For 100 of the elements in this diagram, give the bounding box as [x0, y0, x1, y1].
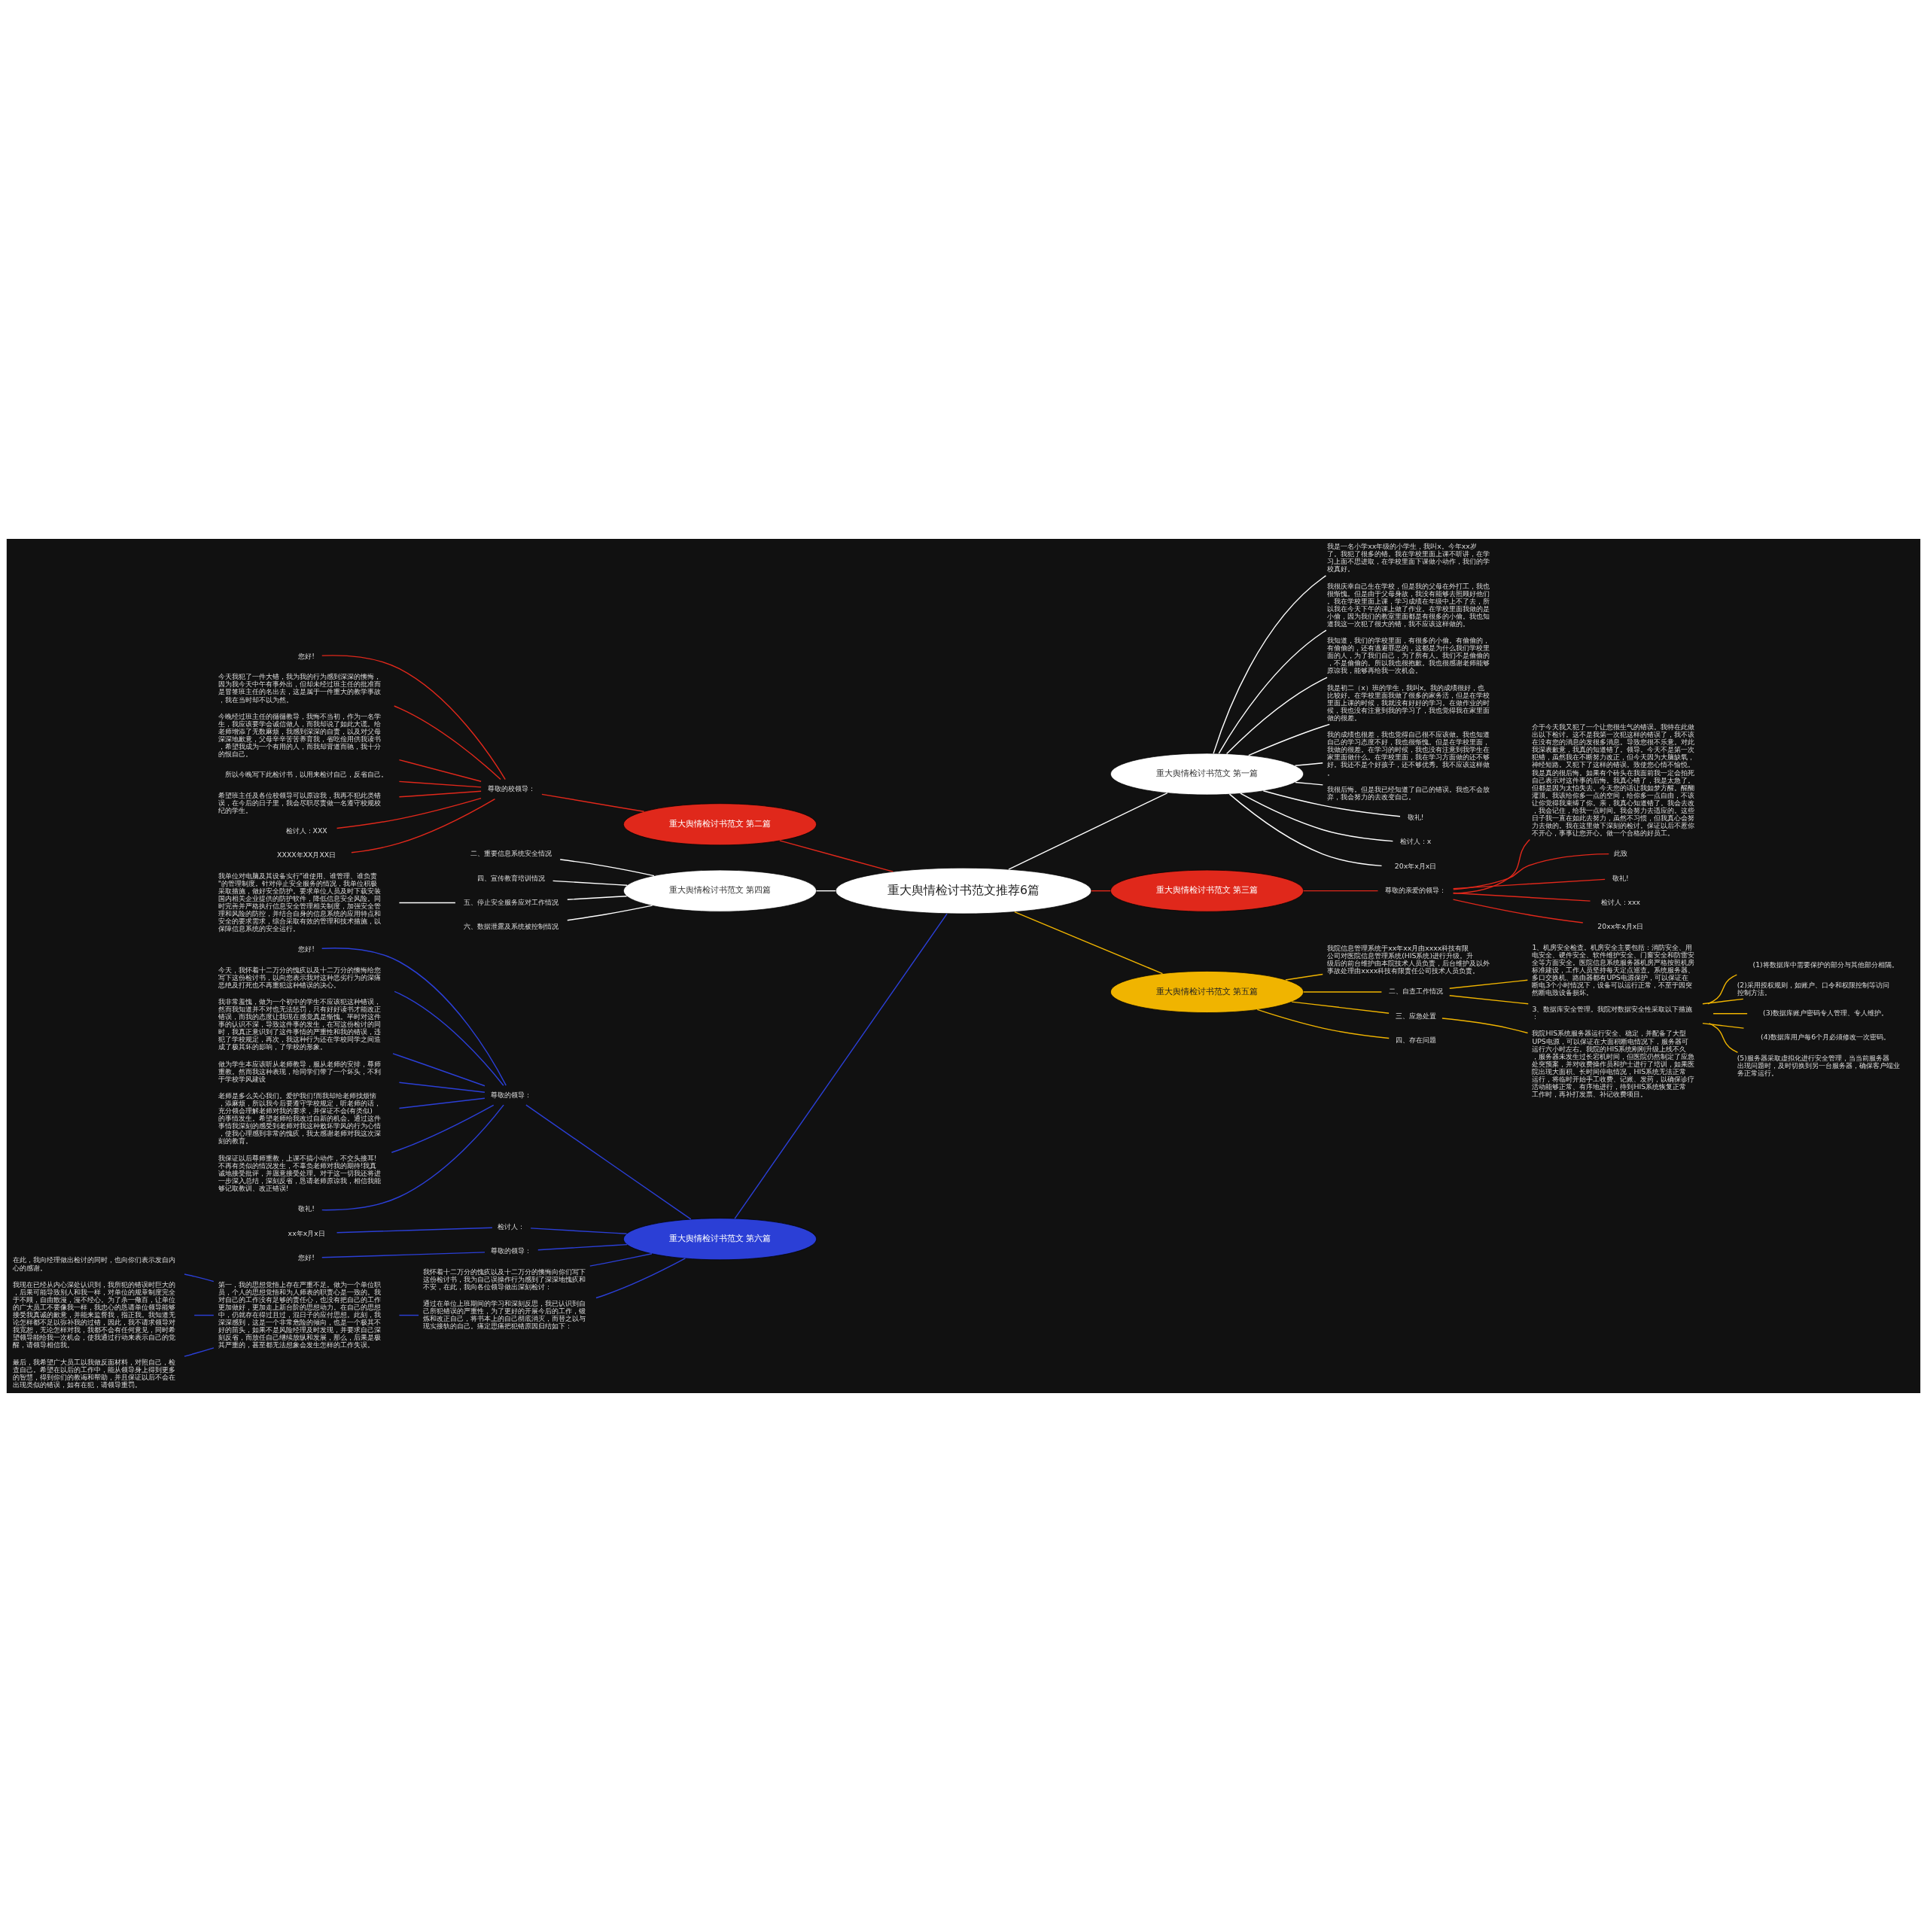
node-text: 敬礼! — [1407, 813, 1424, 822]
node-text: (2)采用授权规则，如账户、口令和权限控制等访问控制方法。 — [1737, 980, 1889, 996]
connector — [184, 1273, 215, 1282]
node-text: (4)数据库用户每6个月必须修改一次密码。 — [1761, 1033, 1891, 1042]
connector — [1702, 1022, 1745, 1029]
node-text: 我保证以后尊师重教，上课不搞小动作，不交头接耳!不再有类似的情况发生，不辜负老师对我的期待!我真诚地接受批评，并愿意接受处理。对于这一切我还将进一步深入总结，深刻反省，恳请老师原谅我，相信我能够记取教训、改正错误! — [218, 1153, 381, 1192]
connector — [1213, 575, 1327, 754]
node-text: 今晚经过班主任的循循教导，我悔不当初，作为一名学生，我应该要学会诚信做人，而我却说了如此大谎。给老师增添了无数麻烦，我感到深深的自责，以及对父母深深地歉意，父母辛辛苦苦养育我，省吃俭用供我读书，希望我成为一个有用的人，而我却背道而驰，我十分的恨自己。 — [218, 711, 381, 759]
node-text: 今天，我怀着十二万分的愧疚以及十二万分的懊悔给您写下这份检讨书，以向您表示我对这种恶劣行为的深痛恶绝及打死也不再重犯这种错误的决心。 — [218, 965, 381, 989]
node-text: XXXX年XX月XX日 — [277, 850, 336, 860]
connector — [391, 1104, 495, 1153]
node-text: 敬礼! — [298, 1204, 315, 1213]
connector — [530, 1228, 628, 1234]
node-text: 1、机房安全检查。机房安全主要包括：消防安全、用电安全、硬件安全、软件维护安全、门窗安全和防雷安全等方面安全。医院信息系统服务器机房严格按照机房标准建设，工作人员坚持每天定点巡查。系统服务器、多口交换机、路由器都有UPS电源保护，可以保证在断电3个小时情况下，设备可以运行正常，不至于因突然断电致设备损坏。 — [1532, 942, 1695, 996]
node-text: 介于今天我又犯了一个让您很生气的错误。我特在此做出以下检讨。这不是我第一次犯这样的错误了，我不该在没有您的消息的发很多消息。导致您很不乐意。对此我深表歉意，我真的知道错了。领导。今天不是第一次犯错，虽然我在不断努力改正，但今天因为大脑缺氧，神经短路。又犯下了这样的错误。致使您心情不愉悦。我是真的很后悔。如果有个砖头在我面前我一定会拍死自己表示对这件事的后悔。我真心错了，我是太急了。但都是因为太怕失去。今天您的话让我如梦方醒。醒醐灌顶。我该给你多一点的空间，给你多一点自由，不该让你觉得我束缚了你。亲，我真心知道错了。我会去改，我会记住，给我一点时间。我会努力去适应的。这些日子我一直在如此去努力，虽然不习惯，但我真心会努力去做的。我在这里做下深刻的检讨。保证以后不惹你不开心，事事让您开心。做一个合格的好员工。 — [1532, 723, 1695, 837]
node-text: (1)将数据库中需要保护的部分与其他部分相隔。 — [1752, 960, 1898, 969]
connector — [398, 780, 482, 788]
connector — [398, 759, 482, 782]
node-text: (3)数据库账户密码专人管理、专人维护。 — [1762, 1009, 1889, 1018]
connector — [1449, 994, 1529, 1005]
node-text: 您好! — [298, 945, 315, 954]
connector — [734, 913, 948, 1219]
node-text: 我很庆幸自己生在学校，但是我的父母在外打工，我也很惭愧。但是由于父母身故，我没有能够去照顾好他们。我在学校里面上课，学习成绩在年级中上不了去，所以我在今天下午的课上做了作业。在学校里面我做的是小偷，因为我们的教室里面都是有很多的小偷。我也知道我这一次犯了很大的错，我不应该这样做的。 — [1327, 581, 1490, 628]
node-text: 尊敬的亲爱的领导： — [1385, 886, 1447, 895]
node-text: 我非常羞愧，做为一个初中的学生不应该犯这种错误，然而我知道并不对也无法惩罚，只有好好读书才能改正错误，而我的态度让我现在感觉真是惭愧。平时对这件事的认识不深，导致这件事的发生，在写这份检讨的同时，我真正意识到了这件事情的严重性和我的错误，违犯了学校规定，再次，我这种行为还在学校同学之间造成了极其坏的影响，了学校的形象。 — [218, 997, 381, 1051]
node-text: 尊敬的领导： — [491, 1246, 532, 1255]
connector — [1091, 890, 1112, 892]
connector — [1452, 892, 1591, 902]
connector — [1008, 792, 1168, 870]
connector — [1708, 1022, 1739, 1054]
connector — [567, 896, 628, 900]
connector — [392, 1053, 486, 1087]
connector — [184, 1347, 215, 1357]
connector — [1014, 911, 1164, 975]
connector — [1453, 838, 1530, 894]
node-text: 五、停止安全服务应对工作情况 — [464, 897, 559, 906]
connector — [1295, 781, 1324, 786]
node-text: 我院信息管理系统于xx年xx月由xxxx科技有限公司对医院信息管理系统(HIS系统)进行升级。升级后的前台维护由本院技术人员负责，后台维护及以外事故处理由xxxx科技有限责任公司技术人员负责。 — [1327, 943, 1490, 975]
node-text: 在此，我向经理做出检讨的同时，也向你们表示发自内心的感谢。 — [13, 1255, 176, 1272]
node-text: 二、自查工作情况 — [1388, 987, 1443, 996]
connector — [1240, 793, 1394, 842]
node-text: 20x年x月x日 — [1394, 861, 1437, 870]
connector — [1225, 677, 1328, 755]
node-text: 我的成绩也很差，我也觉得自己很不应该做。我也知道自己的学习态度不好，我也很惭愧。但是在学校里面，我做的很差。在学习的时候，我也没有注意到我学生在家里面做什么。在学校里面，我在学习方面做的还不够好。我还不是个好孩子，还不够优秀。我不应该这样做。 — [1327, 730, 1490, 777]
connector — [321, 1104, 504, 1211]
node-text: 我是一名小学xx年级的小学生，我叫x。今年xx岁了。我犯了很多的错。我在学校里面上课不听讲，在学习上面不思进取，在学校里面下课做小动作，我们的学校真好。 — [1327, 542, 1490, 574]
node-text: 所以今晚写下此检讨书，以用来检讨自己，反省自己。 — [225, 770, 388, 779]
node-text: 最后，我希望广大员工以我做反面材料，对照自己，检查自己。希望在以后的工作中，能从领导身上得到更多的智慧，得到你们的教诲和帮助，并且保证以后不会在出现类似的错误，如有在犯，请领导重罚。 — [13, 1357, 176, 1389]
connector — [321, 948, 507, 1086]
node-text: 二、重要信息系统安全情况 — [470, 849, 553, 858]
node-text: 希望班主任及各位校领导可以原谅我，我再不犯此类错误，在今后的日子里，我会尽职尽责做一名遵守校规校纪的学生。 — [218, 790, 381, 814]
connector — [1452, 878, 1606, 890]
connector — [1441, 1018, 1529, 1034]
connector — [541, 793, 645, 813]
node-text: 检讨人：x — [1399, 837, 1432, 846]
node-text: 做为学生本应该听从老师教导，服从老师的安排，尊师重教。然而我这种表现，给同学们带了一个坏头，不利于学校学风建设 — [218, 1059, 381, 1083]
node-text: 通过在单位上班期间的学习和深刻反思，我已认识到自己所犯错误的严重性，为了更好的开展今后的工作，锻炼和改正自己，将书本上的自己彻底消灭，而替之以与现实接轨的自己。痛定思痛把犯错原因归结如下： — [422, 1298, 586, 1331]
connector — [537, 1243, 628, 1251]
connector — [559, 859, 655, 877]
connector — [394, 990, 504, 1086]
node-text: 四、宣传教育培训情况 — [477, 873, 546, 882]
connector — [394, 705, 501, 780]
connector — [1452, 899, 1584, 923]
node-ellipse: 重大舆情检讨书范文 第一篇 — [1110, 753, 1304, 796]
node-ellipse: 重大舆情检讨书范文 第五篇 — [1110, 971, 1304, 1013]
connector — [1702, 998, 1744, 1005]
node-ellipse: 重大舆情检讨书范文 第四篇 — [623, 869, 817, 912]
connector — [815, 890, 836, 892]
node-text: 我很后悔。但是我已经知道了自己的错误。我也不会放弃，我会努力的去改变自己。 — [1327, 784, 1490, 801]
connector — [1712, 1013, 1748, 1015]
connector — [1285, 973, 1323, 981]
connector — [1302, 991, 1383, 993]
node-text: 我现在已经从内心深处认识到，我所犯的错误时巨大的，后果可能导致别人和我一样，对单位的规章制度完全于不顾，自由散漫，漫不经心。为了杀一儆百，让单位的广大员工不要像我一样，我忠心的恳请单位领导能够接受我真诚的歉意，并能来监督我，指正我。我知道无论怎样都不足以弥补我的过错，因此，我不请求领导对我宽恕，无论怎样对我，我都不会有任何意见，同时希望领导能给我一次机会，使我通过行动来表示自己的觉醒，请领导相信我。 — [13, 1279, 176, 1349]
node-text: (5)服务器采取虚拟化进行安全管理，当当前服务器出现问题时，及时切换到另一台服务器，确保客户端业务正常运行。 — [1737, 1053, 1900, 1077]
node-text: 尊敬的校领导： — [487, 784, 535, 793]
node-text: 检讨人：xxx — [1600, 897, 1641, 906]
connector — [1453, 853, 1610, 890]
connector — [336, 797, 482, 829]
connector — [321, 655, 506, 780]
node-text: 20xx年x月x日 — [1597, 922, 1644, 931]
node-text: 我院HIS系统服务器运行安全、稳定，并配备了大型UPS电源，可以保证在大面积断电情况下，服务器可运行六小时左右。我院的HIS系统刚刚升级上线不久，服务器未发生过长宕机时间，但医院仍然制定了应急处突预案，并对收费操作员和护士进行了培训，如果医院出现大面积、长时间停电情况，HIS系统无法正常运行，将临时开始手工收费、记账、发药，以确保诊疗活动能够正常、有序地进行，待到HIS系统恢复正常工作时，再补打发票、补记收费项目。 — [1532, 1029, 1695, 1098]
connector — [1449, 979, 1529, 989]
node-text: 检讨人： — [498, 1222, 525, 1231]
node-text: 第一，我的思想觉悟上存在严重不足。做为一个单位职员，个人的思想觉悟和为人师表的职责心是一致的。我对自己的工作没有足够的责任心，也没有把自己的工作更加做好，更加走上新台阶的思想动力。在自己的思想中，仍就存在得过且过，混日子的应付思想。此刻，我深深感到，这是一个非常危险的倾向，也是一个极其不好的苗头，如果不是风险经理及时发现，并要求自己深刻反省，而放任自己继续放纵和发展，那么，后果是极其严重的，甚至都无法想象会发生怎样的工作失误。 — [218, 1279, 381, 1349]
connector — [589, 1253, 653, 1267]
node-text: 3、数据库安全管理。我院对数据安全性采取以下措施： — [1532, 1005, 1693, 1021]
node-text: 您好! — [298, 1252, 315, 1261]
node-text: 我知道，我们的学校里面，有很多的小偷。有偷偷的，有偷偷的，还有逃避罪恶的，这都是为什么我们学校里面的人，为了我们自己，为了所有人。我们不是偷偷的，不是偷偷的。所以我也很抱歉。我也很感谢老师能够原谅我，能够再给我一次机会。 — [1327, 636, 1490, 675]
node-ellipse: 重大舆情检讨书范文推荐6篇 — [835, 867, 1092, 914]
connector — [1707, 974, 1738, 1005]
node-text: 敬礼! — [1612, 873, 1629, 882]
connector — [779, 840, 894, 872]
node-text: 您好! — [298, 652, 315, 661]
connector — [398, 790, 482, 798]
node-text: 六、数据泄露及系统被控制情况 — [464, 922, 559, 931]
connector — [1262, 790, 1401, 817]
node-text: xx年x月x日 — [288, 1228, 325, 1237]
connector — [1248, 723, 1330, 756]
connector — [398, 1097, 486, 1109]
node-text: 三、应急处置 — [1395, 1011, 1436, 1020]
